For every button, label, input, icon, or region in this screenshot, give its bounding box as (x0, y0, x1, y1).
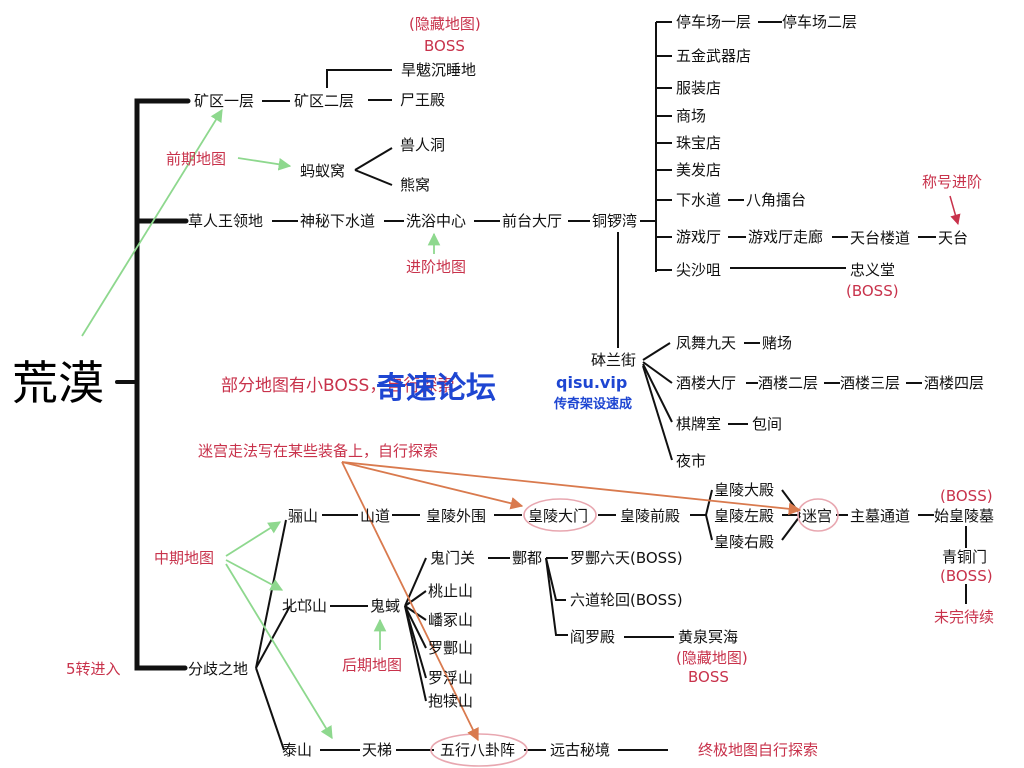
hidden-map-label-2: (隐藏地图) (676, 649, 748, 667)
node-luofu-mountain: 罗浮山 (428, 669, 474, 687)
node-hardware-store: 五金武器店 (676, 47, 752, 65)
node-mausoleum-outer: 皇陵外围 (426, 507, 487, 525)
node-clothing-store: 服装店 (676, 79, 722, 97)
boss-label: BOSS (424, 37, 465, 55)
to-be-continued-label: 未完待续 (934, 608, 995, 626)
watermark-slogan: 传奇架设速成 (554, 397, 633, 412)
node-mountain-road: 山道 (360, 507, 391, 525)
green-arrows (81, 108, 441, 740)
node-bear-den: 熊窝 (400, 176, 431, 194)
title-upgrade-label: 称号进阶 (922, 173, 983, 191)
node-mausoleum-right-hall: 皇陵右殿 (714, 533, 775, 551)
boss-label-loyalty: (BOSS) (846, 282, 899, 300)
node-mount-tai: 泰山 (282, 741, 313, 759)
boss-label-bronze: (BOSS) (940, 567, 993, 585)
node-rooftop: 天台 (938, 229, 969, 247)
node-arcade-corridor: 游戏厅走廊 (748, 228, 824, 246)
node-bath-center: 洗浴中心 (406, 212, 467, 230)
node-baodu-mountain: 抱犊山 (428, 692, 474, 710)
boss-label-qin: (BOSS) (940, 487, 993, 505)
root-node-desert: 荒漠 (12, 356, 104, 410)
watermark-url: qisu.vip (556, 373, 628, 392)
reincarnation-5-label: 5转进入 (66, 660, 121, 678)
early-map-label: 前期地图 (166, 150, 227, 168)
node-orc-cave: 兽人洞 (400, 136, 446, 154)
final-map-label: 终极地图自行探索 (698, 741, 819, 759)
node-drain: 下水道 (676, 191, 722, 209)
node-hair-salon: 美发店 (676, 161, 722, 179)
late-map-label: 后期地图 (342, 656, 403, 674)
node-peach-mountain: 桃止山 (428, 582, 474, 600)
orange-arrows (341, 461, 802, 742)
node-ancient-realm: 远古秘境 (550, 741, 611, 759)
node-qin-tomb: 始皇陵墓 (934, 507, 995, 525)
node-causeway-bay: 铜锣湾 (592, 212, 638, 230)
node-yama-hall: 阎罗殿 (570, 628, 616, 646)
node-drought-sleep: 旱魃沉睡地 (401, 61, 477, 79)
highlight-ellipses (430, 498, 839, 767)
node-ghost-realm: 鬼蜮 (370, 597, 401, 615)
node-beimang: 北邙山 (282, 597, 328, 615)
hidden-map-label: (隐藏地图) (409, 15, 481, 33)
node-bronze-gate: 青铜门 (942, 548, 988, 566)
boss-label-yellow-spring: BOSS (688, 668, 729, 686)
node-yellow-spring-sea: 黄泉冥海 (678, 628, 739, 646)
node-luofeng-mountain: 罗酆山 (428, 639, 474, 657)
node-mausoleum-main-hall: 皇陵大殿 (714, 481, 775, 499)
node-roof-stairs: 天台楼道 (850, 229, 911, 247)
node-mausoleum-front-hall: 皇陵前殿 (620, 507, 681, 525)
node-secret-sewer: 神秘下水道 (300, 212, 376, 230)
main-bracket (115, 98, 191, 671)
node-fengdu: 酆都 (512, 549, 543, 567)
node-fork-land: 分歧之地 (188, 660, 249, 678)
node-night-market: 夜市 (676, 452, 707, 470)
node-parking-1: 停车场一层 (676, 13, 752, 31)
node-main-tomb-passage: 主墓通道 (850, 507, 911, 525)
node-phoenix-dance: 凤舞九天 (676, 334, 737, 352)
node-six-heavens: 罗酆六天(BOSS) (570, 549, 683, 567)
node-parking-2: 停车场二层 (782, 13, 858, 31)
node-chess-room: 棋牌室 (676, 415, 722, 433)
node-mine-2: 矿区二层 (294, 92, 355, 110)
node-arcade: 游戏厅 (676, 228, 722, 246)
node-mine-1: 矿区一层 (194, 92, 255, 110)
advanced-map-label: 进阶地图 (406, 258, 467, 276)
node-portland-street: 砵兰街 (591, 351, 637, 369)
node-six-paths: 六道轮回(BOSS) (570, 591, 683, 609)
node-mausoleum-gate: 皇陵大门 (528, 507, 589, 525)
node-mausoleum-left-hall: 皇陵左殿 (714, 507, 775, 525)
node-restaurant-4f: 酒楼四层 (924, 374, 985, 392)
note-mini-boss: 部分地图有小BOSS，自行探索 (221, 376, 455, 396)
node-bozhong-mountain: 嶓冢山 (428, 611, 474, 629)
node-guimen-pass: 鬼门关 (430, 549, 476, 567)
node-casino: 赌场 (762, 334, 793, 352)
node-private-room: 包间 (752, 415, 783, 433)
node-front-lobby: 前台大厅 (502, 212, 563, 230)
six-heavens-label: 罗酆六天(BOSS) (570, 549, 683, 567)
node-jewelry-store: 珠宝店 (676, 134, 722, 152)
connector-lines (255, 21, 967, 751)
watermark-brand: 奇速论坛 (376, 371, 496, 406)
node-ant-nest: 蚂蚁窝 (300, 162, 346, 180)
node-sky-ladder: 天梯 (362, 741, 393, 759)
title-arrow (949, 195, 961, 226)
node-mall: 商场 (676, 107, 707, 125)
node-restaurant-3f: 酒楼三层 (840, 374, 901, 392)
mid-map-label: 中期地图 (154, 549, 215, 567)
node-corpse-king: 尸王殿 (400, 91, 446, 109)
node-maze: 迷宫 (802, 507, 833, 525)
node-loyalty-hall: 忠义堂 (850, 261, 896, 279)
node-restaurant-hall: 酒楼大厅 (676, 374, 737, 392)
node-five-elements-array: 五行八卦阵 (440, 741, 516, 759)
node-grass-king: 草人王领地 (188, 212, 264, 230)
node-lishan: 骊山 (288, 507, 319, 525)
node-restaurant-2f: 酒楼二层 (758, 374, 819, 392)
note-maze: 迷宫走法写在某些装备上，自行探索 (198, 442, 439, 460)
node-octagon-arena: 八角擂台 (746, 191, 807, 209)
node-tsim-sha-tsui: 尖沙咀 (676, 261, 722, 279)
